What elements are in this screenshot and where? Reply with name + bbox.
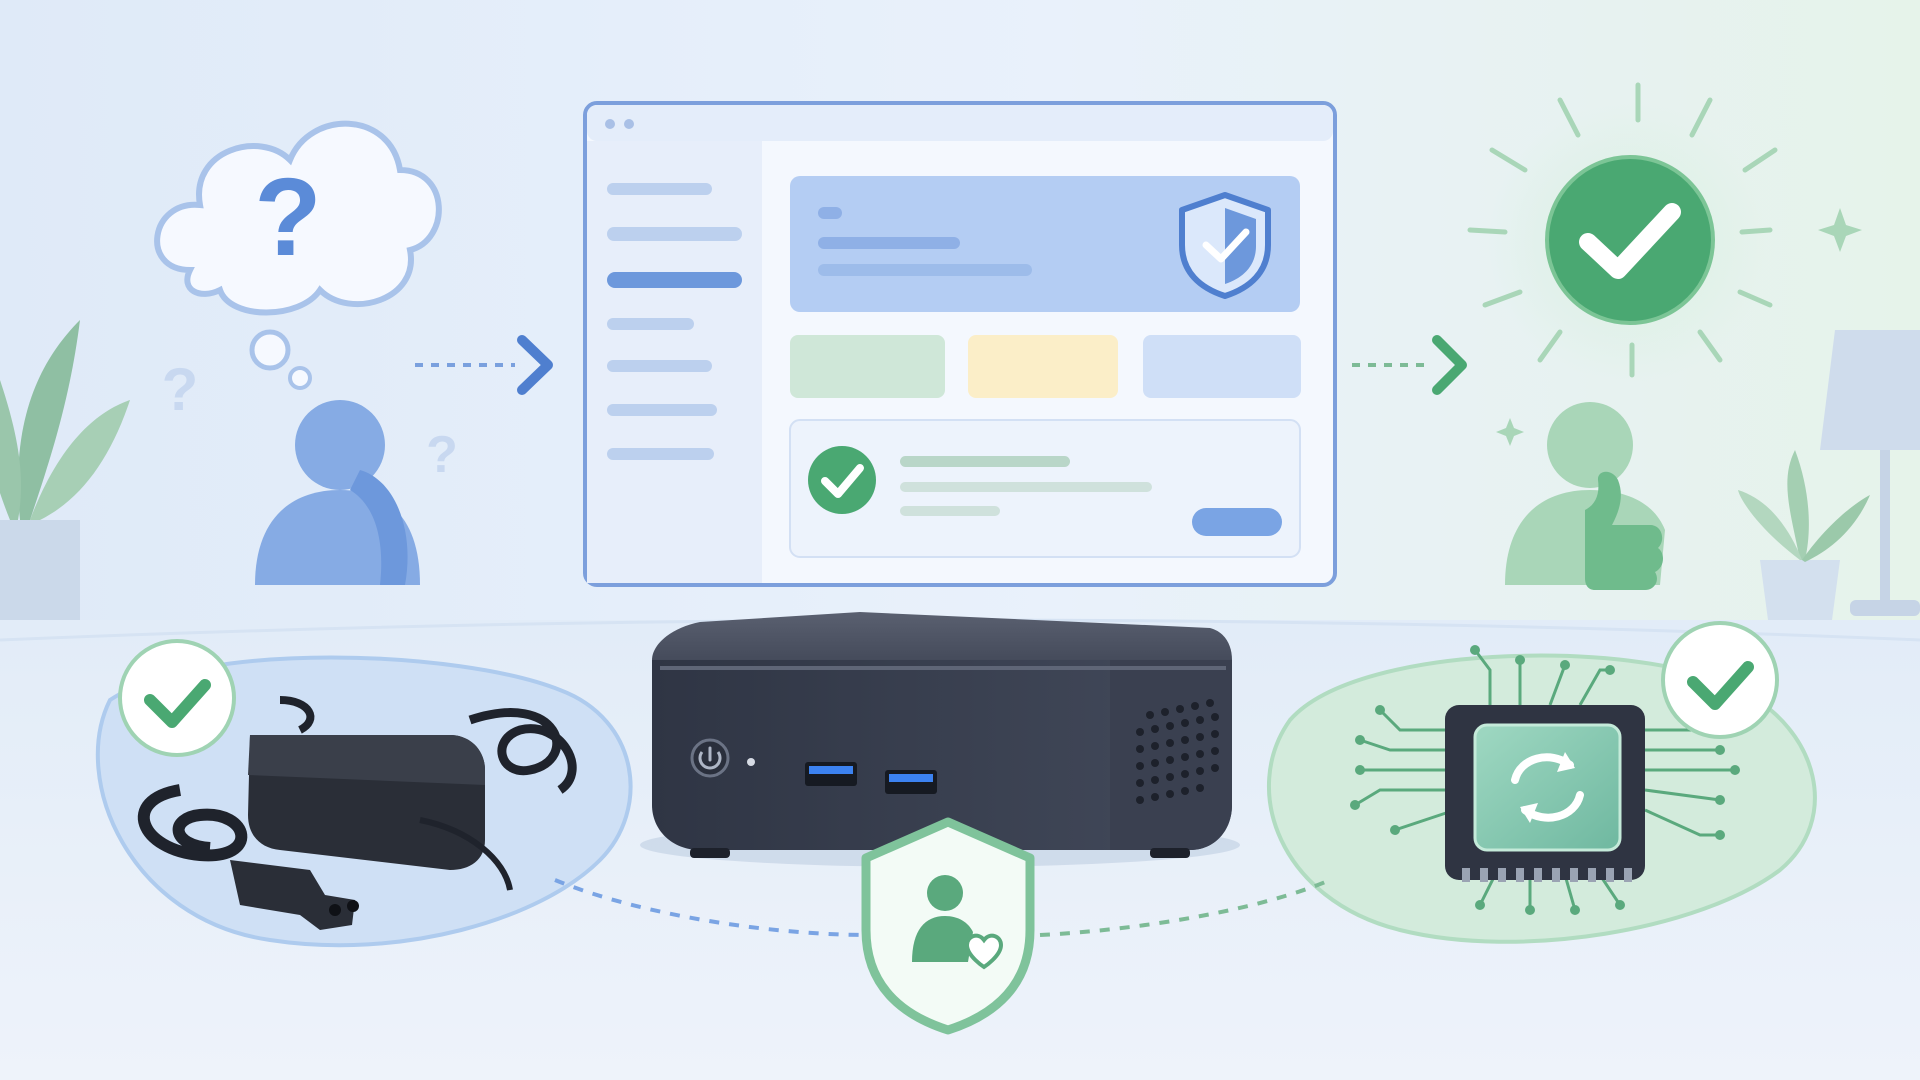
card-yellow (968, 335, 1118, 398)
svg-text:?: ? (426, 426, 458, 484)
vent-grille (1136, 699, 1219, 804)
confused-person-icon: ? ? (162, 356, 458, 585)
svg-text:?: ? (254, 156, 321, 279)
connector-left (554, 878, 871, 937)
check-circle-icon-small (808, 446, 876, 514)
arrow-right-icon-2 (1352, 335, 1467, 395)
power-icon (690, 738, 730, 778)
usb-port-icon (805, 762, 857, 786)
mini-pc-icon (640, 612, 1240, 867)
chip-sync-icon (1267, 645, 1817, 944)
right-lamp (1820, 330, 1920, 616)
action-pill (1192, 508, 1282, 536)
shield-check-icon (1179, 192, 1271, 299)
power-adapter-icon (95, 655, 633, 948)
card-green (790, 335, 945, 398)
user-heart-shield-icon (861, 817, 1035, 1035)
card-blue (1143, 335, 1301, 398)
sidebar-lines (607, 183, 742, 460)
check-badge-chip (1661, 621, 1779, 739)
thumbs-up-person-icon (1505, 402, 1665, 590)
right-plant (1738, 450, 1870, 620)
browser-window-icon (583, 101, 1337, 587)
arrow-right-icon (415, 335, 553, 395)
question-mark-icon: ? (154, 120, 442, 390)
left-plant (0, 320, 130, 620)
check-circle-icon (1467, 82, 1862, 446)
connector-right (1039, 878, 1331, 937)
svg-text:?: ? (162, 356, 199, 423)
hero-card (790, 176, 1300, 312)
usb-port-icon-2 (885, 770, 937, 794)
check-badge-adapter (118, 639, 236, 757)
